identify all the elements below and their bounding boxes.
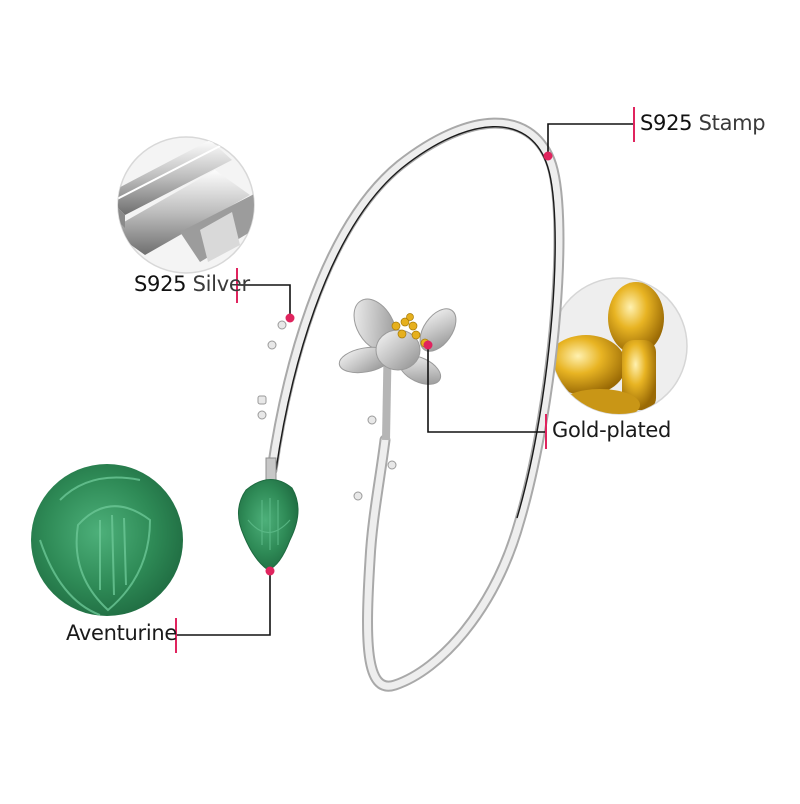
gold-label: Gold-plated [552,418,671,442]
silver-label: S925 Silver [134,272,250,296]
gold-detail-thumbnail [550,277,688,415]
stone-label: Aventurine [66,621,177,645]
stamp-label-text: Stamp [698,111,766,135]
silver-label-code: S925 [134,272,187,296]
aventurine-detail-thumbnail [31,464,183,616]
stamp-label: S925 Stamp [640,111,766,135]
lotus-flower [338,298,457,441]
stone-marker-dot [265,566,275,576]
gold-label-text: Gold-plated [552,418,672,442]
silver-label-text: Silver [192,272,250,296]
callout-stone-line [175,566,275,653]
stone-label-text: Aventurine [66,621,178,645]
silver-bars-thumbnail [117,136,255,274]
bangle-body [257,117,565,692]
callout-silver-line [236,268,295,323]
stamp-label-code: S925 [640,111,693,135]
gold-marker-dot [423,340,433,350]
stamp-marker-dot [543,151,553,161]
callout-gold-line [423,340,547,449]
callout-stamp-line [543,107,635,161]
aventurine-bud [238,457,299,571]
silver-marker-dot [285,313,295,323]
